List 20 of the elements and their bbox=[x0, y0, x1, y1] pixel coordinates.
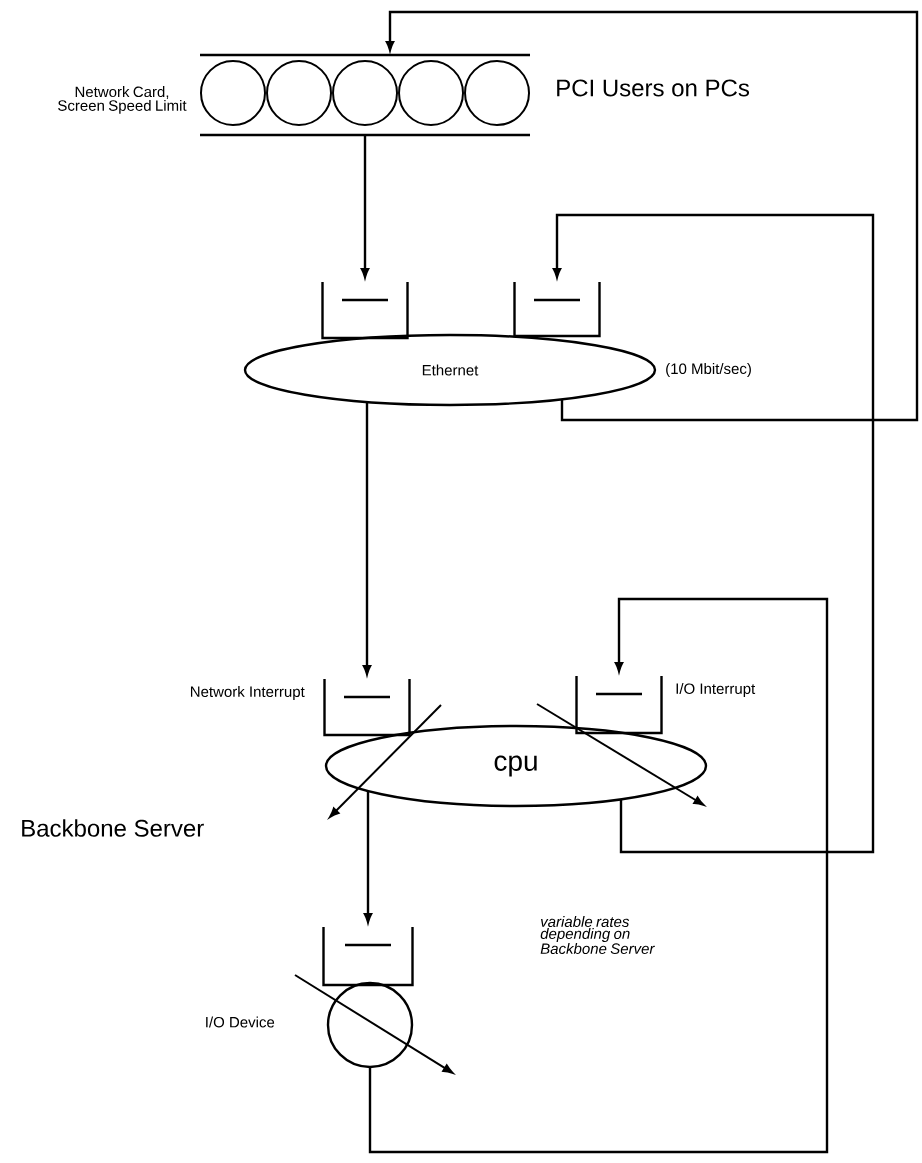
node-caption: Network Interrupt bbox=[191, 686, 305, 700]
section-label: Backbone Server bbox=[22, 819, 204, 837]
arrow bbox=[363, 791, 373, 924]
queue-drawing bbox=[323, 679, 411, 737]
node-caption: PCI Users on PCs bbox=[557, 79, 750, 97]
note-text: variable rates depending on Backbone Server bbox=[540, 916, 655, 954]
queue-drawing bbox=[321, 282, 409, 340]
user-bank-drawing bbox=[200, 53, 530, 137]
queue-drawing bbox=[575, 676, 663, 735]
arrow bbox=[368, 597, 829, 1154]
node-caption: I/O Interrupt bbox=[676, 683, 756, 697]
arrow bbox=[385, 10, 919, 422]
arrow bbox=[552, 213, 875, 854]
arrow bbox=[362, 402, 372, 676]
node-caption: Network Card, Screen Speed Limit bbox=[58, 86, 187, 114]
server-circle bbox=[326, 981, 414, 1069]
queue-drawing bbox=[322, 927, 414, 987]
node-caption: (10 Mbit/sec) bbox=[666, 363, 751, 377]
queue-drawing bbox=[513, 282, 601, 338]
node-caption: I/O Device bbox=[206, 1016, 275, 1028]
